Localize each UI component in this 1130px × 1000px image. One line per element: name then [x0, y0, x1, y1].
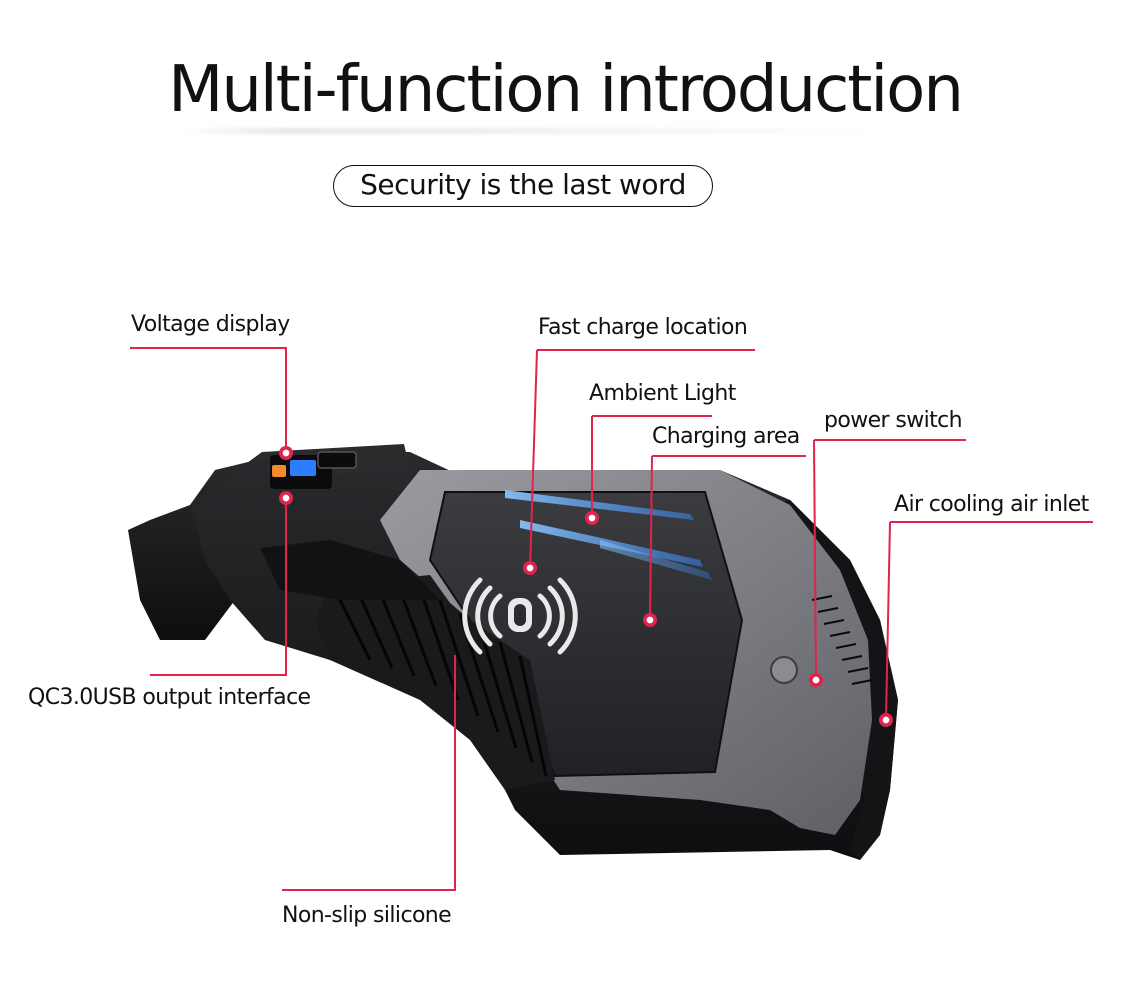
- label-non-slip-silicone: Non-slip silicone: [282, 903, 452, 928]
- ambient-light-strip: [505, 490, 712, 580]
- label-voltage-display: Voltage display: [131, 312, 290, 337]
- label-air-cooling-air-inlet: Air cooling air inlet: [894, 492, 1089, 517]
- control-module: [262, 444, 410, 489]
- subtitle-badge: Security is the last word: [333, 165, 713, 207]
- title-reflection: [180, 128, 880, 134]
- page-title: Multi-function introduction: [168, 53, 964, 127]
- label-power-switch: power switch: [824, 408, 963, 433]
- usb-c-port: [317, 451, 357, 469]
- label-qc-usb-output: QC3.0USB output interface: [28, 685, 311, 710]
- voltage-display-screen: [290, 460, 316, 476]
- callout-dots: [279, 446, 893, 727]
- power-switch-button: [770, 656, 798, 684]
- callout-lines: [130, 347, 1093, 891]
- label-charging-area: Charging area: [652, 424, 800, 449]
- wireless-charging-icon: [462, 577, 578, 655]
- label-fast-charge-location: Fast charge location: [538, 315, 748, 340]
- label-ambient-light: Ambient Light: [589, 381, 736, 406]
- usb-port: [272, 465, 286, 477]
- phone-rest: [260, 540, 440, 600]
